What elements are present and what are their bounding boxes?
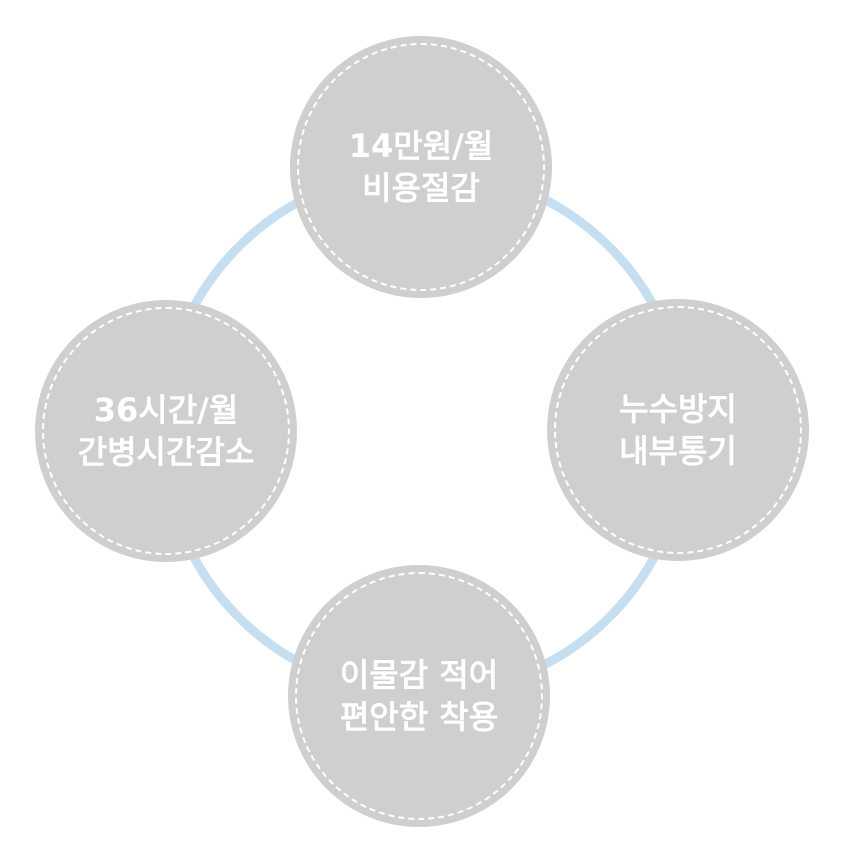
- node-care-time-line1: 36시간/월: [93, 390, 239, 429]
- node-comfort-line2: 편안한 착용: [339, 698, 499, 736]
- node-care-time-label: 36시간/월 간병시간감소: [78, 389, 255, 473]
- node-care-time-line2: 간병시간감소: [77, 433, 255, 471]
- node-leak-prevention-line2: 내부통기: [619, 432, 737, 470]
- node-comfort-label: 이물감 적어 편안한 착용: [340, 654, 498, 738]
- node-cost-saving-line2: 비용절감: [362, 169, 480, 207]
- node-leak-prevention-label: 누수방지 내부통기: [619, 388, 737, 472]
- node-comfort: 이물감 적어 편안한 착용: [288, 565, 550, 827]
- node-comfort-line1: 이물감 적어: [339, 655, 499, 694]
- node-care-time: 36시간/월 간병시간감소: [35, 300, 297, 562]
- node-leak-prevention-line1: 누수방지: [619, 389, 737, 428]
- node-leak-prevention: 누수방지 내부통기: [547, 299, 809, 561]
- node-cost-saving-line1: 14만원/월: [348, 126, 494, 165]
- node-cost-saving: 14만원/월 비용절감: [290, 36, 552, 298]
- node-cost-saving-label: 14만원/월 비용절감: [349, 125, 494, 209]
